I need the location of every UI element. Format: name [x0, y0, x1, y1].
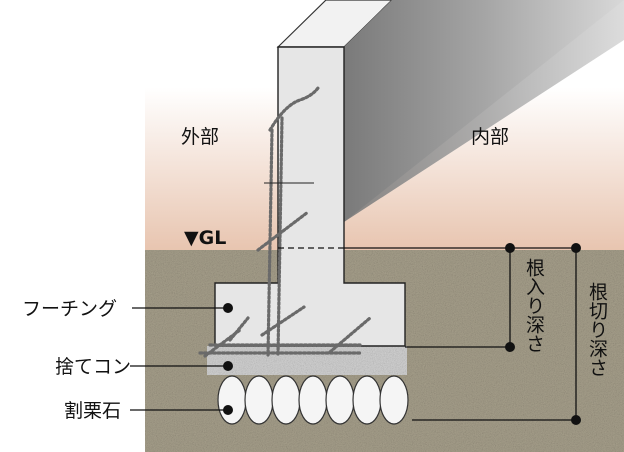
- footing-and-stem-wall: [214, 46, 406, 347]
- label-footing: フーチング: [22, 298, 117, 320]
- label-leveling-concrete: 捨てコン: [55, 356, 131, 378]
- dimension-dots: [505, 243, 581, 425]
- leveling-concrete: [207, 346, 407, 375]
- leader-lines: [130, 307, 228, 411]
- rebar: [198, 86, 372, 358]
- label-embedment-depth: 根入り深さ: [523, 258, 545, 353]
- label-inside: 内部: [471, 126, 509, 148]
- wall-side-shade: [344, 0, 624, 222]
- label-gl: ▼GL: [184, 227, 226, 249]
- label-crushed-stone: 割栗石: [64, 400, 121, 422]
- dimension-lines: [405, 248, 577, 421]
- label-excavation-depth: 根切り深さ: [586, 282, 608, 377]
- label-outside: 外部: [181, 126, 219, 148]
- leader-dots: [223, 303, 233, 415]
